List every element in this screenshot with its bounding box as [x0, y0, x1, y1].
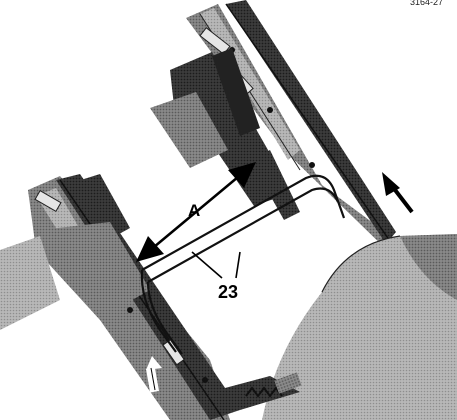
dimension-label-a: A	[188, 201, 201, 220]
leader-line	[191, 251, 241, 279]
figure-code: 3164-27	[410, 0, 444, 7]
part-label-23: 23	[218, 282, 239, 302]
lower-seat-mechanism	[0, 174, 150, 330]
upper-seat-mechanism	[150, 48, 300, 220]
arrow-up-icon	[382, 172, 414, 214]
spring-linkage	[210, 372, 302, 410]
wire-bracket	[140, 174, 346, 355]
double-arrow-icon	[136, 162, 256, 262]
seat-cushion	[262, 234, 457, 420]
arrow-up-icon	[145, 356, 162, 393]
